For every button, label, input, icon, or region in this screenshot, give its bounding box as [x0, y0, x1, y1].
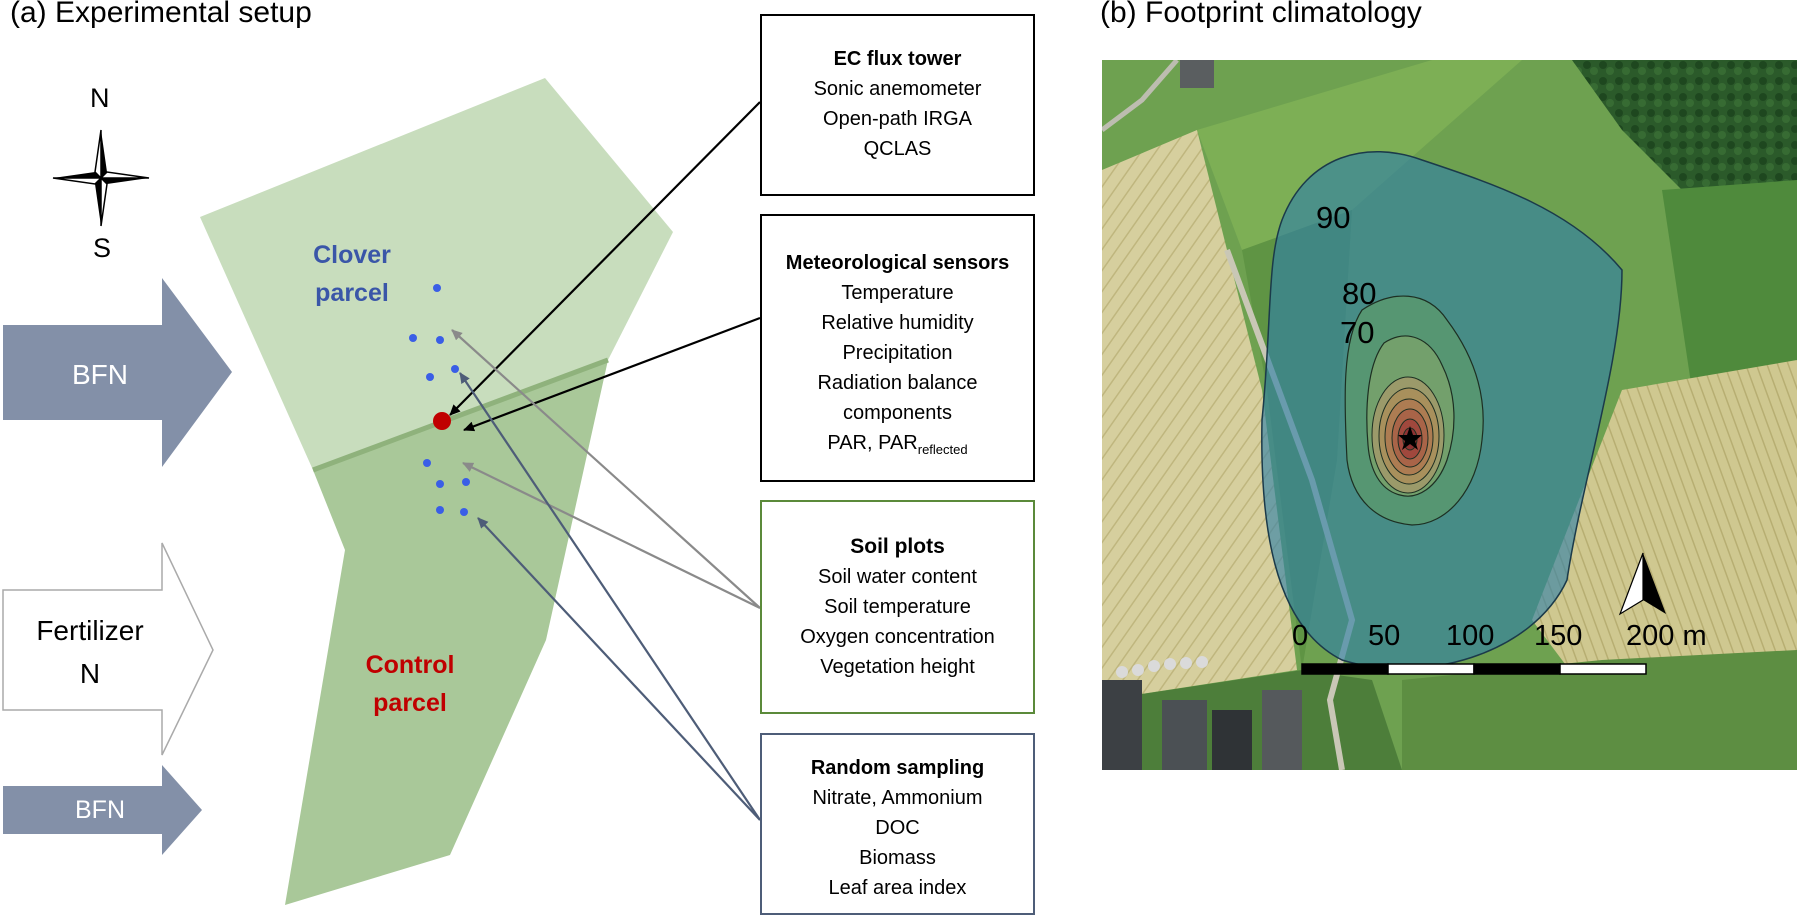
bfn-top-label: BFN	[72, 359, 128, 390]
par-main: PAR, PAR	[827, 432, 918, 454]
clover-parcel-label: Clover parcel	[292, 236, 412, 312]
arrow-sampling-lower	[477, 517, 761, 821]
box-met-line: Radiation balance	[817, 372, 978, 394]
arrow-sampling-upper	[459, 372, 761, 821]
clover-line2: parcel	[315, 279, 389, 307]
tower-star-icon	[1398, 426, 1422, 450]
clover-line1: Clover	[313, 241, 391, 269]
bfn-bottom-arrow	[3, 765, 202, 855]
scale-tick-200: 200 m	[1626, 620, 1707, 652]
box-met-sensors: Meteorological sensors Temperature Relat…	[760, 214, 1035, 482]
arrow-met-sensors	[463, 316, 761, 432]
box-sampling-title: Random sampling	[810, 757, 985, 779]
box-soil-line: Soil water content	[818, 566, 977, 588]
box-met-line: Temperature	[841, 282, 954, 304]
scale-tick-150: 150	[1534, 620, 1583, 652]
compass-south: S	[93, 233, 112, 263]
control-line2: parcel	[373, 689, 447, 717]
scale-tick-50: 50	[1368, 620, 1401, 652]
arrow-soil-lower	[462, 462, 761, 609]
box-ec-flux-tower: EC flux tower Sonic anemometer Open-path…	[760, 14, 1035, 196]
box-met-line: components	[843, 402, 952, 424]
scale-tick-0: 0	[1292, 620, 1309, 652]
control-parcel	[285, 360, 608, 905]
par-sub: reflected	[917, 442, 968, 457]
box-sampling-line: Nitrate, Ammonium	[812, 787, 983, 809]
box-sampling-line: DOC	[875, 817, 920, 839]
bfn-bottom-label: BFN	[75, 796, 125, 824]
arrow-soil-upper	[451, 329, 761, 609]
arrow-ec-tower	[449, 101, 761, 416]
scale-bar	[1301, 663, 1647, 675]
box-soil-line: Vegetation height	[820, 656, 975, 678]
panel-a-title: (a) Experimental setup	[10, 0, 312, 29]
box-ec-line: Open-path IRGA	[823, 108, 972, 130]
contour-label-80: 80	[1342, 276, 1377, 311]
box-ec-title: EC flux tower	[833, 48, 962, 70]
scale-tick-100: 100	[1446, 620, 1495, 652]
fertilizer-label: Fertilizer N	[10, 609, 170, 695]
box-sampling-line: Leaf area index	[828, 877, 967, 899]
control-line1: Control	[365, 651, 455, 679]
footprint-map: 90 80 70 0 50 100 150 200 m	[1102, 60, 1797, 770]
fertilizer-line2: N	[79, 658, 101, 689]
control-parcel-label: Control parcel	[350, 646, 470, 722]
box-soil-line: Oxygen concentration	[800, 626, 995, 648]
box-met-line: Relative humidity	[821, 312, 974, 334]
box-random-sampling: Random sampling Nitrate, Ammonium DOC Bi…	[760, 733, 1035, 915]
fertilizer-line1: Fertilizer	[36, 615, 144, 646]
box-ec-line: QCLAS	[863, 138, 932, 160]
north-arrow-icon	[1618, 552, 1666, 616]
contour-label-70: 70	[1340, 315, 1375, 350]
aerial-map-image	[1102, 60, 1797, 770]
compass-north: N	[90, 83, 110, 113]
box-soil-plots: Soil plots Soil water content Soil tempe…	[760, 500, 1035, 714]
box-soil-line: Soil temperature	[824, 596, 971, 618]
panel-b-title: (b) Footprint climatology	[1100, 0, 1422, 29]
box-ec-line: Sonic anemometer	[813, 78, 982, 100]
sample-dots	[409, 284, 470, 516]
compass-rose-icon	[52, 129, 150, 227]
flux-tower-dot	[433, 412, 451, 430]
box-met-par-line: PAR, PARreflected	[762, 428, 1033, 465]
box-sampling-line: Biomass	[859, 847, 936, 869]
fertilizer-arrow	[2, 542, 214, 756]
contour-label-90: 90	[1316, 200, 1351, 235]
clover-parcel	[200, 78, 673, 470]
bfn-top-arrow	[3, 278, 232, 467]
box-met-line: Precipitation	[842, 342, 953, 364]
box-soil-title: Soil plots	[850, 535, 945, 558]
box-met-title: Meteorological sensors	[785, 252, 1010, 274]
